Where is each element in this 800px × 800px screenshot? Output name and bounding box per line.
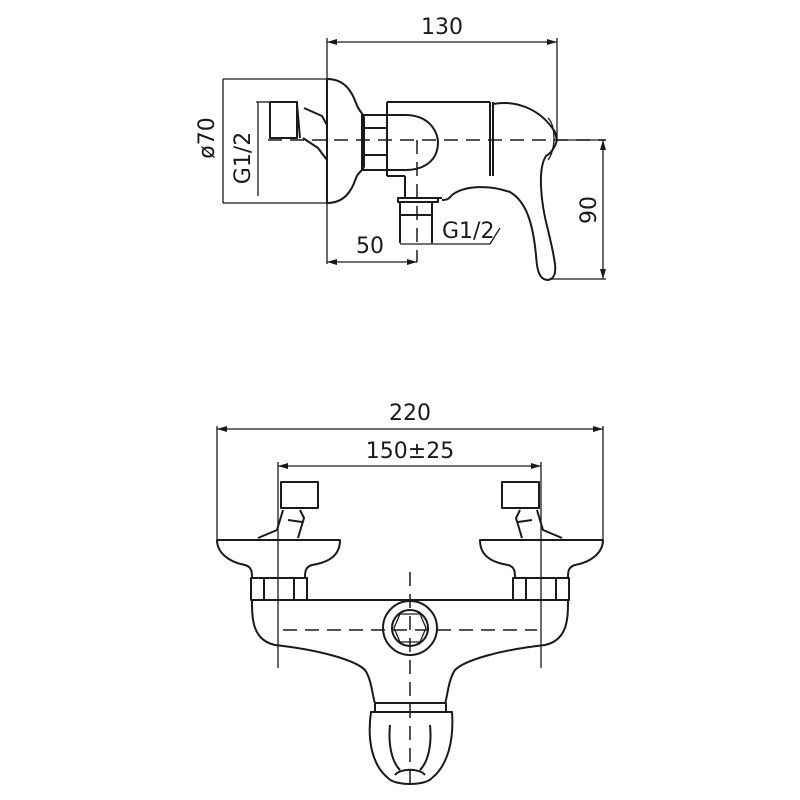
diverter-hex [393,613,427,643]
dim-diameter-70: ø70 [195,78,332,204]
wall-plate [326,78,365,204]
hex-nut [361,114,388,171]
mixer-body [251,599,569,704]
spout [368,702,454,785]
dim-diameter-label: ø70 [195,117,220,158]
left-inlet [216,481,341,601]
dim-130: 130 [326,15,558,264]
dim-inlet-thread: G1/2 [231,101,272,196]
valve-body [386,101,490,176]
right-inlet [479,481,604,601]
diverter-ring [382,600,438,656]
dim-90-label: 90 [577,196,602,224]
lever-handle [387,102,558,281]
inlet-thread-label: G1/2 [231,132,256,184]
dim-150-label: 150±25 [366,439,454,464]
inlet-nipple [269,101,328,161]
diverter-knob [391,609,429,647]
dim-220-label: 220 [389,401,431,426]
outlet-fitting [397,197,439,243]
dim-130-label: 130 [421,15,463,40]
dim-220: 220 [216,401,604,540]
front-view: 220 150±25 [216,401,604,790]
dim-50-label: 50 [356,234,384,259]
dim-150: 150±25 [277,439,542,668]
side-view: 130 ø70 G1/2 [195,15,606,281]
dim-outlet-thread: G1/2 [400,219,501,245]
dim-50: 50 [327,234,417,265]
outlet-thread-label: G1/2 [442,219,494,244]
lever-tip-line [547,117,555,161]
dim-90: 90 [550,139,606,280]
